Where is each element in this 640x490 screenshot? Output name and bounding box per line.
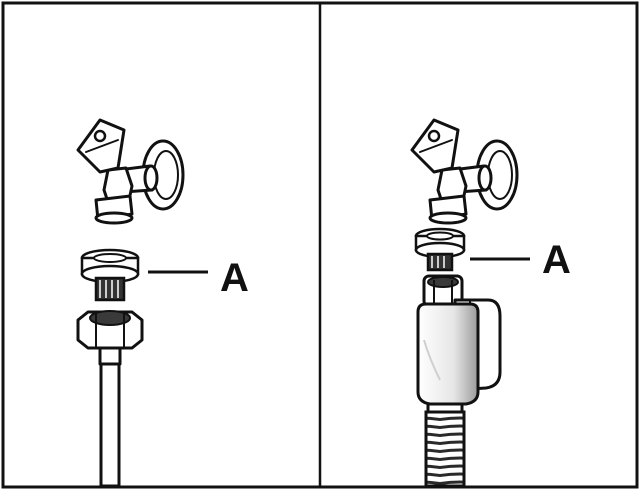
filter-washer-icon (80, 248, 140, 302)
left-panel: A (76, 118, 249, 488)
tap-icon (410, 118, 519, 225)
right-panel: A (410, 118, 571, 488)
corrugated-hose-icon (424, 410, 466, 488)
callout-label: A (542, 238, 571, 282)
callout-label: A (220, 256, 249, 300)
hose-pipe-icon (99, 362, 121, 488)
filter-washer-icon (414, 227, 466, 272)
tap-icon (76, 118, 185, 225)
aquastop-valve-icon (416, 274, 502, 414)
hose-nut-icon (76, 310, 144, 366)
